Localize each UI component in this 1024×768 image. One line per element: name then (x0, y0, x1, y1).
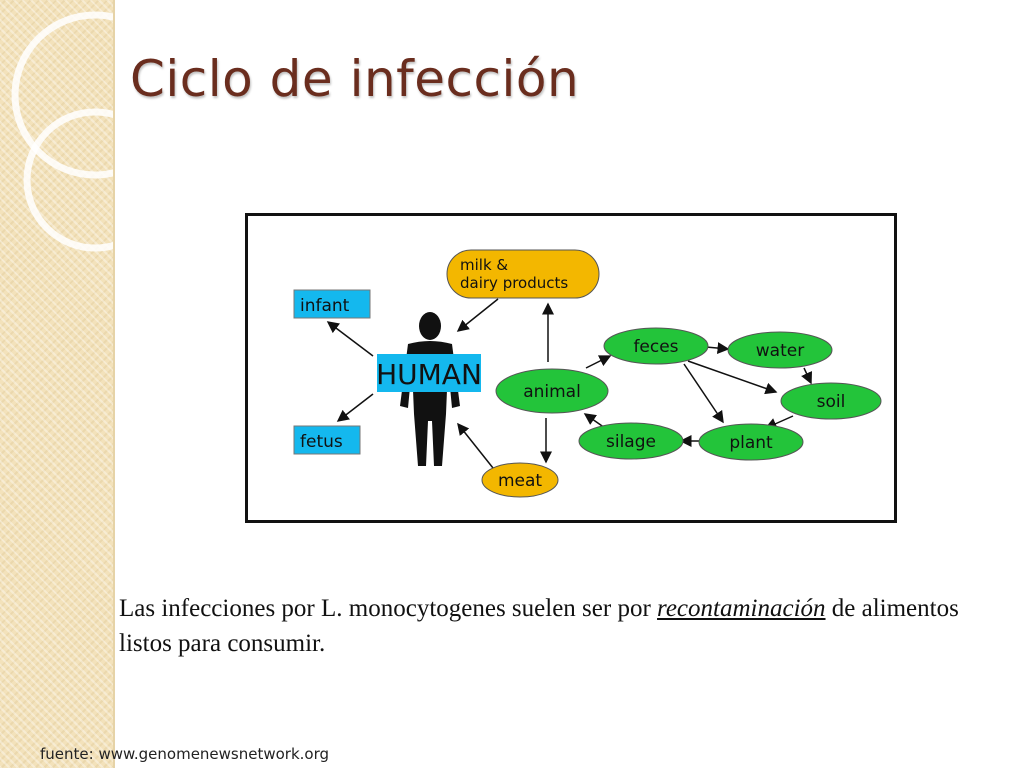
arrow-human-to-infant (326, 321, 374, 357)
human-label-box: HUMAN (376, 354, 482, 392)
milk-dairy-node: milk & dairy products (446, 249, 600, 299)
diagram-arrows (326, 298, 812, 469)
feces-node: feces (603, 327, 709, 365)
meat-node: meat (481, 462, 559, 498)
slide-title: Ciclo de infección (130, 50, 580, 108)
description-text-end: de alimentos listos para consumir. (119, 595, 959, 657)
description-text-start: Las infecciones por L. monocytogenes sue… (119, 595, 658, 622)
arrow-feces-to-water (705, 342, 730, 355)
arrow-feces-to-plant (683, 363, 724, 424)
decorative-side-strip (0, 0, 115, 768)
source-citation: fuente: www.genomenewsnetwork.org (40, 745, 330, 763)
arrow-milk-to-human (456, 298, 499, 332)
infection-cycle-diagram: HUMAN infant fetus milk & dairy products… (245, 213, 897, 523)
fetus-box: fetus (293, 425, 361, 455)
animal-label: animal (523, 382, 581, 402)
plant-node: plant (698, 423, 804, 461)
infant-label: infant (300, 296, 350, 316)
milk-label-line2: dairy products (460, 274, 568, 292)
slide-description: Las infecciones por L. monocytogenes sue… (119, 591, 1014, 661)
silage-node: silage (578, 422, 684, 460)
description-emphasis: recontaminación (657, 595, 826, 622)
soil-node: soil (780, 382, 882, 420)
soil-label: soil (817, 392, 846, 412)
arrow-animal-to-feces (585, 355, 612, 369)
arrow-meat-to-human (457, 422, 494, 469)
arrow-human-to-fetus (336, 393, 374, 422)
water-node: water (727, 331, 833, 369)
water-label: water (756, 341, 804, 361)
human-label: HUMAN (376, 358, 482, 391)
meat-label: meat (498, 471, 542, 491)
animal-node: animal (495, 368, 609, 414)
milk-label-line1: milk & (460, 256, 508, 274)
silage-label: silage (606, 432, 656, 452)
feces-label: feces (633, 337, 678, 357)
decorative-rings (11, 11, 113, 252)
fetus-label: fetus (300, 432, 343, 452)
arrow-feces-to-soil (687, 360, 778, 395)
plant-label: plant (729, 433, 773, 453)
arrow-water-to-soil (801, 367, 812, 385)
infant-box: infant (293, 289, 371, 319)
